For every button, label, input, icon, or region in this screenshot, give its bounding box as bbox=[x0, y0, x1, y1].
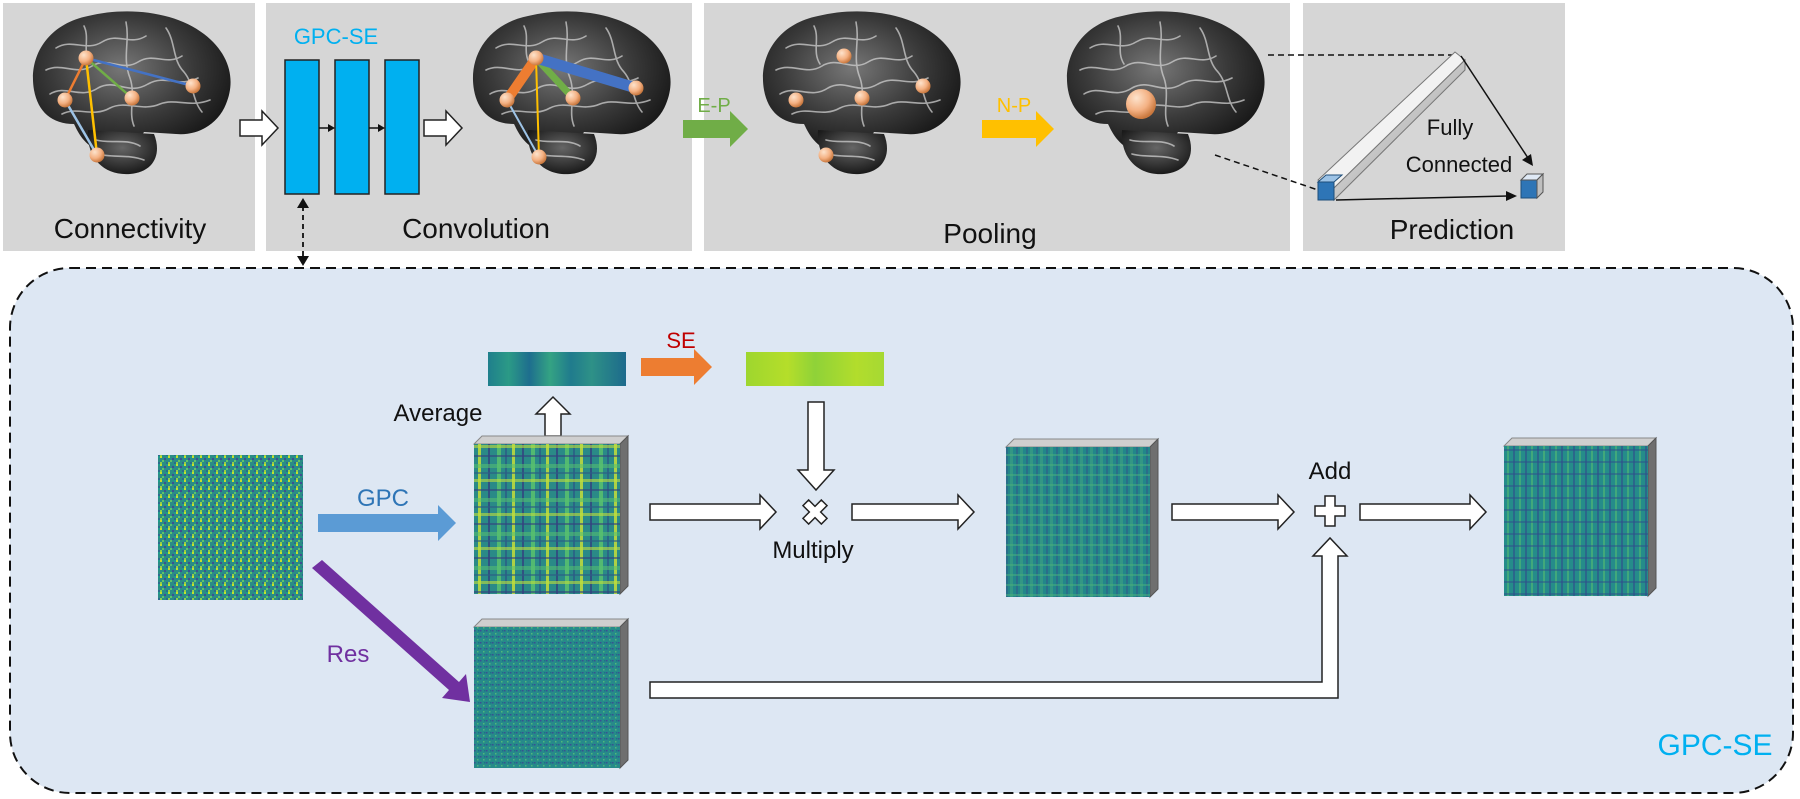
se-weight-vector bbox=[746, 352, 884, 386]
add-label: Add bbox=[1309, 458, 1352, 485]
flow-arrow bbox=[649, 493, 778, 531]
edge-pooling-label: E-P bbox=[697, 95, 730, 117]
output-feature-map bbox=[1502, 436, 1658, 598]
brain-icon bbox=[472, 10, 672, 175]
res-label: Res bbox=[327, 641, 370, 668]
prediction-label: Prediction bbox=[1390, 214, 1515, 245]
residual-connection-arrow bbox=[649, 536, 1349, 699]
fully-connected-label-2: Connected bbox=[1406, 152, 1512, 177]
gpc-arrow bbox=[318, 505, 456, 541]
residual-feature-map bbox=[472, 617, 630, 770]
se-arrow bbox=[641, 349, 712, 385]
gpc-label: GPC bbox=[357, 485, 409, 512]
add-icon bbox=[1314, 495, 1346, 527]
input-matrix bbox=[158, 455, 303, 600]
average-label: Average bbox=[394, 400, 483, 427]
se-label: SE bbox=[666, 328, 695, 353]
detail-box-title: GPC-SE bbox=[1657, 729, 1772, 762]
flow-arrow bbox=[423, 109, 464, 147]
flow-arrow bbox=[239, 109, 280, 147]
multiply-label: Multiply bbox=[772, 537, 853, 564]
connectivity-label: Connectivity bbox=[54, 213, 207, 244]
scale-down-arrow bbox=[796, 401, 836, 492]
fully-connected-bar-icon bbox=[1316, 51, 1545, 202]
multiply-icon bbox=[801, 498, 829, 526]
brain-icon bbox=[762, 10, 962, 175]
flow-arrow bbox=[1171, 493, 1296, 531]
scaled-feature-map bbox=[1004, 437, 1160, 599]
detail-link-arrow bbox=[297, 198, 309, 266]
edge-pooling-arrow bbox=[683, 111, 748, 147]
projection-lines bbox=[1214, 54, 1458, 191]
node-pooling-arrow bbox=[982, 111, 1054, 147]
pooling-label: Pooling bbox=[943, 218, 1036, 249]
prediction-panel bbox=[1303, 3, 1565, 251]
brain-icon bbox=[32, 10, 232, 175]
flow-arrow bbox=[1359, 493, 1488, 531]
average-vector bbox=[488, 352, 626, 386]
average-arrow bbox=[534, 395, 572, 437]
res-arrow bbox=[312, 560, 470, 702]
flow-arrow bbox=[851, 493, 976, 531]
gpc-se-layer-stack bbox=[284, 59, 420, 195]
gpc-se-detail-box bbox=[9, 267, 1794, 794]
gpc-feature-map bbox=[472, 434, 630, 596]
gpc-se-top-label: GPC-SE bbox=[294, 24, 378, 49]
brain-icon bbox=[1066, 10, 1266, 175]
fully-connected-label-1: Fully bbox=[1427, 115, 1473, 140]
convolution-label: Convolution bbox=[402, 213, 550, 244]
node-pooling-label: N-P bbox=[997, 95, 1031, 117]
